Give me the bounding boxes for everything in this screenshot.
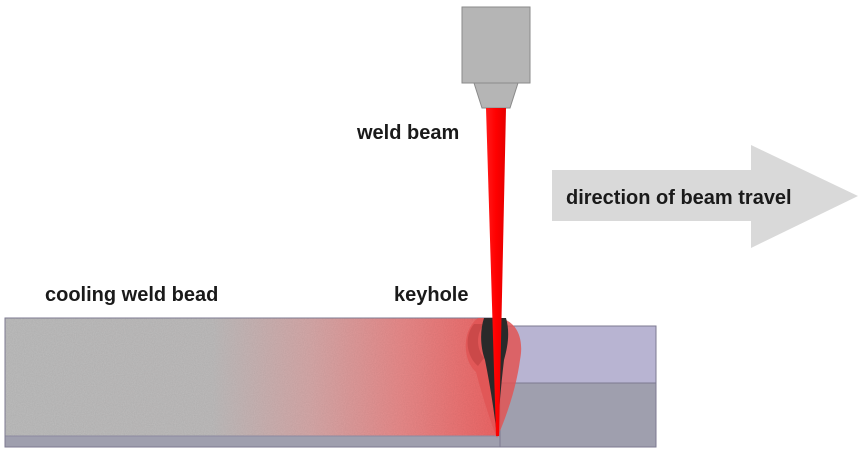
direction-label: direction of beam travel: [566, 187, 792, 209]
nozzle-tip: [473, 82, 519, 109]
plate-unwelded-top: [497, 325, 657, 384]
cooling-weld-bead: [5, 318, 500, 436]
weld-beam-label: weld beam: [356, 122, 459, 144]
direction-arrow-icon: [552, 145, 858, 248]
nozzle-body: [461, 6, 531, 84]
keyhole-label: keyhole: [394, 284, 468, 306]
weld-beam: [486, 108, 506, 436]
weld-nozzle-icon: [461, 6, 531, 109]
cooling-bead-label: cooling weld bead: [45, 284, 218, 306]
molten-pool-rim: [467, 324, 484, 366]
